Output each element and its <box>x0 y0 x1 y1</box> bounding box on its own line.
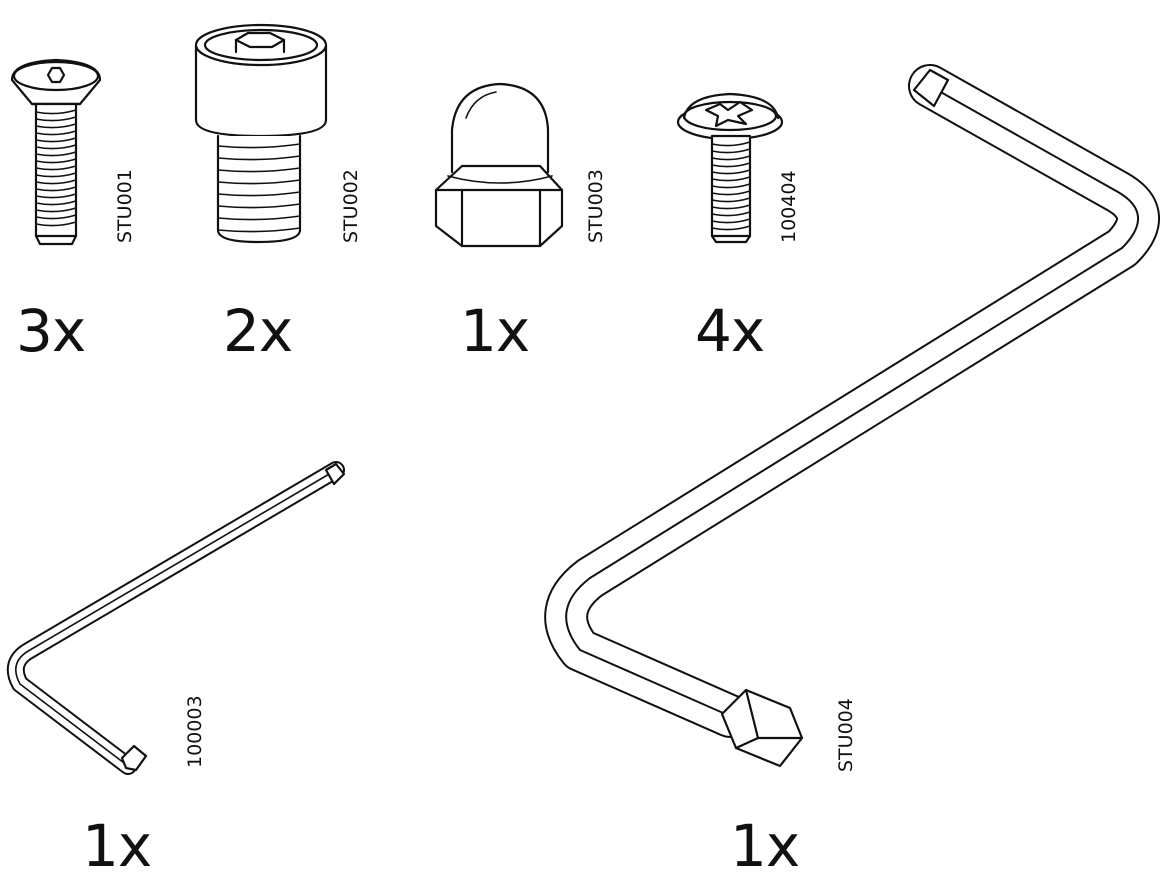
part-code-100404: 100404 <box>778 170 800 243</box>
part-code-stu003: STU003 <box>585 169 607 243</box>
thread-line <box>36 180 76 184</box>
part-code-stu001: STU001 <box>114 169 136 243</box>
acorn-cap-nut-icon <box>436 84 562 246</box>
thread-line <box>36 145 76 149</box>
socket-cap-screw-icon <box>196 25 326 242</box>
small-allen-key-icon <box>16 464 344 770</box>
thread-line <box>712 177 750 181</box>
thread-line <box>36 159 76 163</box>
thread-line <box>712 163 750 167</box>
thread-line <box>218 144 300 148</box>
thread-line <box>712 191 750 195</box>
quantity-100003: 1x <box>82 812 152 880</box>
thread-line <box>712 170 750 174</box>
thread-line <box>36 117 76 121</box>
thread-line <box>36 110 76 114</box>
thread-line <box>712 205 750 209</box>
part-code-stu002: STU002 <box>340 169 362 243</box>
quantity-stu002: 2x <box>223 297 293 365</box>
thread-line <box>218 228 300 232</box>
part-code-100003: 100003 <box>184 695 206 768</box>
thread-line <box>218 168 300 172</box>
thread-line <box>712 156 750 160</box>
thread-line <box>218 204 300 208</box>
thread-line <box>36 187 76 191</box>
thread-line <box>36 222 76 226</box>
thread-line <box>36 215 76 219</box>
thread-line <box>36 124 76 128</box>
pan-head-phillips-screw-icon <box>678 94 782 242</box>
thread-line <box>218 192 300 196</box>
thread-line <box>712 219 750 223</box>
thread-line <box>36 152 76 156</box>
thread-line <box>36 208 76 212</box>
thread-line <box>218 216 300 220</box>
thread-line <box>712 149 750 153</box>
quantity-stu001: 3x <box>16 297 86 365</box>
thread-line <box>712 184 750 188</box>
quantity-stu003: 1x <box>460 297 530 365</box>
thread-line <box>712 198 750 202</box>
countersunk-hex-screw-icon <box>12 60 100 244</box>
thread-line <box>712 142 750 146</box>
thread-line <box>36 194 76 198</box>
thread-line <box>218 180 300 184</box>
thread-line <box>36 138 76 142</box>
part-code-stu004: STU004 <box>835 698 857 772</box>
thread-line <box>36 166 76 170</box>
quantity-100404: 4x <box>695 297 765 365</box>
thread-line <box>36 201 76 205</box>
large-z-allen-key-icon <box>566 70 1138 766</box>
thread-line <box>36 131 76 135</box>
thread-line <box>712 212 750 216</box>
thread-line <box>36 173 76 177</box>
thread-line <box>218 156 300 160</box>
quantity-stu004: 1x <box>730 812 800 880</box>
thread-line <box>712 226 750 230</box>
